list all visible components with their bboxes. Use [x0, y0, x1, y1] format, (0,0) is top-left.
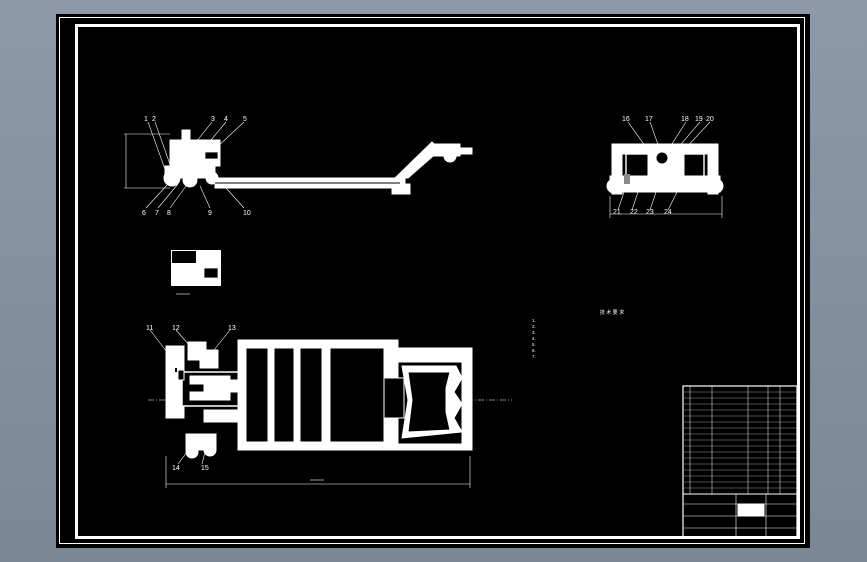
part-label: 12 — [172, 325, 180, 332]
note-line: 1. — [532, 318, 536, 323]
part-labels: 1 2 3 4 5 6 7 8 9 10 11 12 13 14 15 16 1… — [142, 116, 714, 472]
bom-rows — [683, 391, 797, 489]
part-label: 18 — [681, 116, 689, 123]
part-label: 9 — [208, 210, 212, 217]
part-label: 4 — [224, 116, 228, 123]
note-line: 6. — [532, 348, 536, 353]
part-label: 16 — [622, 116, 630, 123]
part-label: 19 — [695, 116, 703, 123]
part-label: 10 — [243, 210, 251, 217]
part-label: 17 — [645, 116, 653, 123]
note-line: 7. — [532, 354, 536, 359]
technical-requirements: 技 术 要 求 1. 2. 3. 4. 5. 6. 7. — [532, 310, 692, 360]
part-label: 3 — [211, 116, 215, 123]
plan-view — [148, 329, 512, 488]
note-line: 5. — [532, 342, 536, 347]
technical-requirements-title: 技 术 要 求 — [599, 310, 625, 316]
detail-view — [171, 250, 221, 295]
part-label: 2 — [152, 116, 156, 123]
front-view — [124, 121, 473, 209]
part-label: 6 — [142, 210, 146, 217]
part-label: 1 — [144, 116, 148, 123]
part-label: 8 — [167, 210, 171, 217]
part-label: 7 — [155, 210, 159, 217]
part-label: 24 — [664, 209, 672, 216]
part-label: 20 — [706, 116, 714, 123]
part-label: 15 — [201, 465, 209, 472]
part-label: 21 — [613, 209, 621, 216]
note-line: 2. — [532, 324, 536, 329]
note-line: 3. — [532, 330, 536, 335]
side-view — [606, 121, 724, 218]
part-label: 23 — [646, 209, 654, 216]
part-label: 14 — [172, 465, 180, 472]
part-label: 13 — [228, 325, 236, 332]
note-line: 4. — [532, 336, 536, 341]
part-label: 11 — [146, 325, 153, 332]
part-label: 5 — [243, 116, 247, 123]
title-block — [682, 385, 798, 539]
part-label: 22 — [630, 209, 638, 216]
